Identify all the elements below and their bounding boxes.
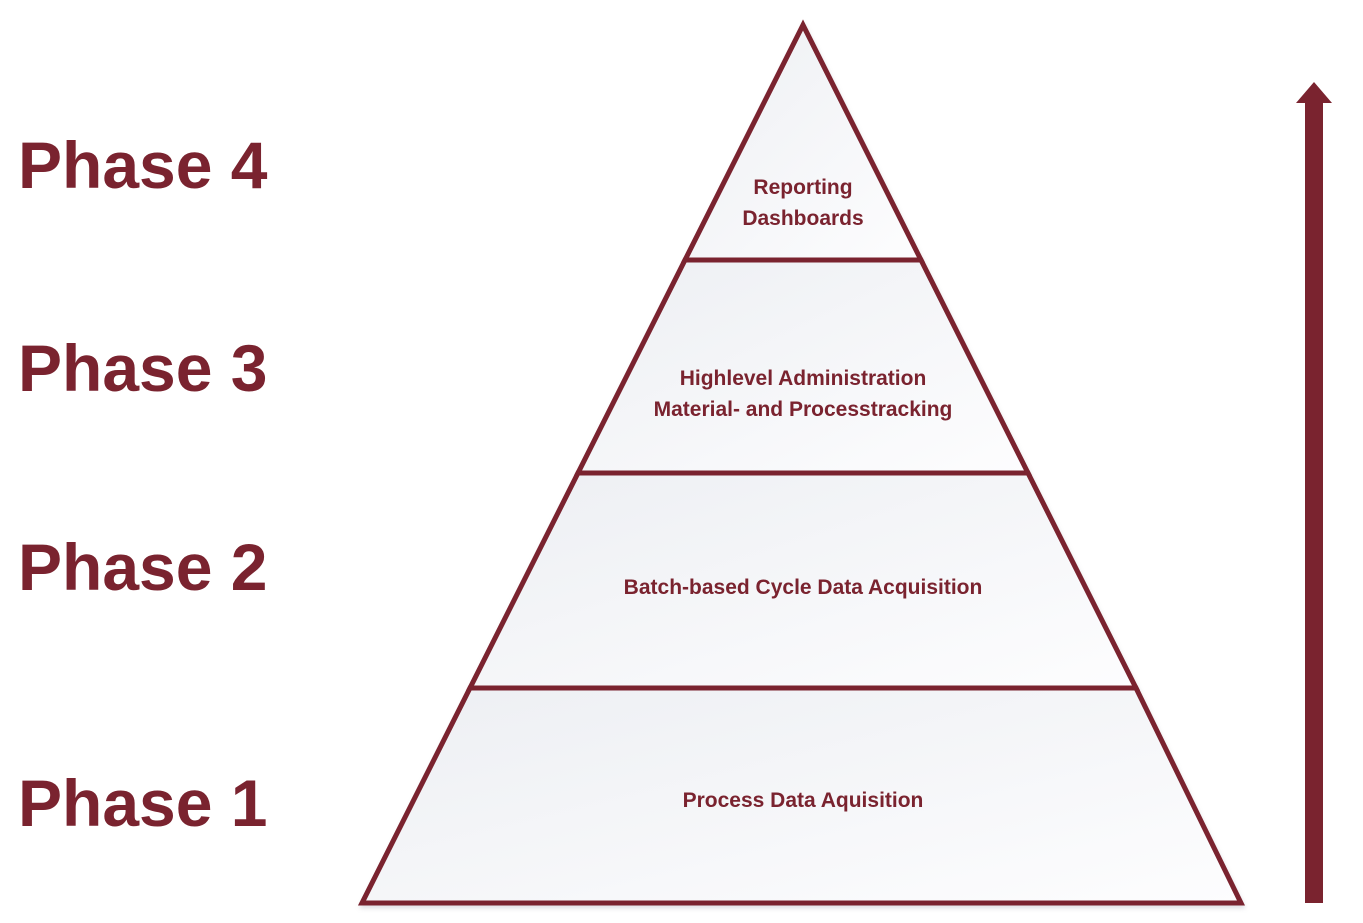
up-arrow-icon — [1296, 82, 1332, 903]
segment-label-line: Material- and Processtracking — [653, 398, 953, 421]
phase-3-segment-label: Highlevel Administration Material- and P… — [654, 363, 953, 425]
segment-label-line: Batch-based Cycle Data Acquisition — [623, 576, 983, 599]
segment-label-line: Process Data Aquisition — [682, 789, 924, 812]
segment-label-line: Reporting — [753, 176, 853, 199]
phase-4-label: Phase 4 — [18, 128, 268, 202]
segment-label-line: Dashboards — [742, 207, 864, 230]
phase-1-segment-label: Process Data Aquisition — [683, 785, 924, 816]
phase-1-label: Phase 1 — [18, 766, 268, 840]
phase-2-segment-label: Batch-based Cycle Data Acquisition — [624, 572, 983, 603]
segment-label-line: Highlevel Administration — [679, 367, 927, 390]
phase-2-label: Phase 2 — [18, 530, 268, 604]
phase-4-segment-label: Reporting Dashboards — [742, 172, 863, 234]
phase-1-segment — [357, 685, 1246, 906]
phase-3-label: Phase 3 — [18, 331, 268, 405]
